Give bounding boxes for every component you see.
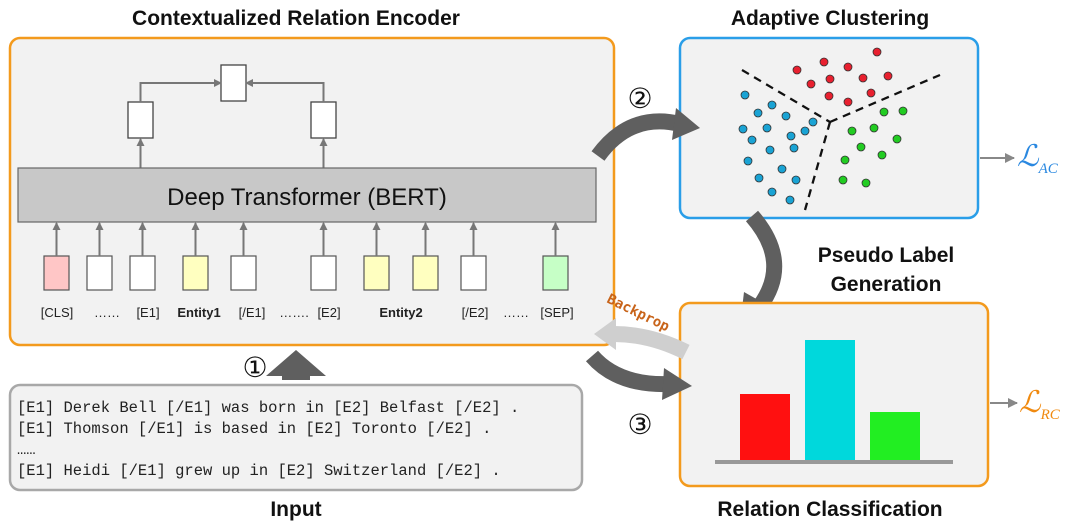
classification-bar: [740, 394, 790, 460]
classification-loss: ℒRC: [1019, 386, 1061, 423]
e1-marker-embedding: [129, 255, 156, 291]
cluster-boundaries: [741, 69, 941, 211]
e1-output-box: [127, 101, 154, 139]
clustering-to-classification-arrow: [745, 210, 783, 311]
cluster-green: [838, 106, 908, 188]
e2-marker-embedding: [310, 255, 337, 291]
ellipsis-embedding: [86, 255, 113, 291]
entity2-embedding-a: [363, 255, 390, 291]
embedding-arrows: [52, 222, 560, 256]
input-sentence: [E1] Heidi [/E1] grew up in [E2] Switzer…: [17, 462, 501, 480]
entity2-embedding-b: [412, 255, 439, 291]
token-label: Entity2: [379, 305, 422, 320]
input-sentence: ……: [17, 441, 36, 459]
sep-embedding: [542, 255, 569, 291]
input-to-encoder-arrow: [266, 350, 326, 380]
input-sentence: [E1] Derek Bell [/E1] was born in [E2] B…: [17, 399, 519, 417]
input-title: Input: [270, 498, 321, 521]
token-label: ……: [503, 305, 529, 320]
encoder-to-classification-arrowhead: [662, 368, 692, 400]
backprop-arrowhead: [594, 318, 616, 350]
token-label: [/E2]: [462, 305, 489, 320]
token-label: ……: [94, 305, 120, 320]
step-3-marker: ③: [627, 408, 652, 441]
token-labels: [CLS] …… [E1] Entity1 [/E1] ……. [E2] Ent…: [41, 305, 574, 320]
cluster-red: [792, 47, 893, 107]
entity1-embedding: [182, 255, 209, 291]
pooled-output-box: [220, 64, 247, 102]
e1-end-embedding: [230, 255, 257, 291]
bert-label: Deep Transformer (BERT): [167, 184, 447, 211]
token-label: [SEP]: [540, 305, 573, 320]
pseudo-label-title-line2: Generation: [831, 273, 942, 296]
e2-output-box: [310, 101, 337, 139]
classification-bar: [870, 412, 920, 460]
token-label: [E1]: [136, 305, 159, 320]
token-label: [E2]: [317, 305, 340, 320]
encoder-title: Contextualized Relation Encoder: [132, 7, 460, 30]
clustering-loss: ℒAC: [1017, 140, 1059, 177]
token-label: [/E1]: [239, 305, 266, 320]
classification-bars: [740, 340, 920, 460]
encoder-to-clustering-arrow: [591, 113, 682, 161]
bert-block: [17, 167, 597, 223]
clustering-title: Adaptive Clustering: [731, 7, 929, 30]
encoder-to-classification-arrow: [585, 350, 671, 393]
e1-to-pooled-connector: [139, 79, 222, 102]
classification-title: Relation Classification: [717, 498, 942, 521]
pseudo-label-title-line1: Pseudo Label: [818, 244, 955, 267]
e2-to-pooled-connector: [245, 79, 325, 102]
token-label: Entity1: [177, 305, 220, 320]
input-sentence: [E1] Thomson [/E1] is based in [E2] Toro…: [17, 420, 491, 438]
cls-embedding: [43, 255, 70, 291]
step-1-marker: ①: [242, 351, 267, 384]
cluster-blue: [738, 90, 818, 205]
input-panel: [8, 383, 584, 492]
e2-end-embedding: [460, 255, 487, 291]
backprop-arrow: [613, 326, 690, 360]
token-label: …….: [279, 305, 309, 320]
token-embeddings: [43, 255, 569, 291]
encoder-to-clustering-arrowhead: [672, 108, 700, 140]
classification-bar: [805, 340, 855, 460]
step-2-marker: ②: [627, 82, 652, 115]
token-label: [CLS]: [41, 305, 74, 320]
